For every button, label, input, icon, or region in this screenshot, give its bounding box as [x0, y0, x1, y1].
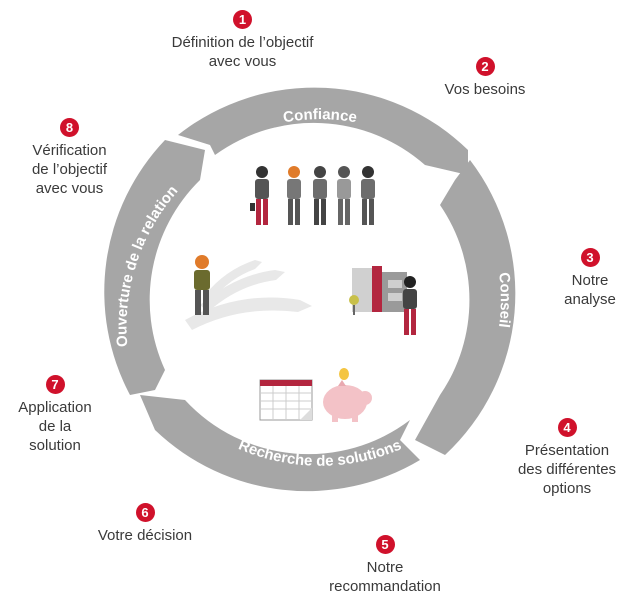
step-5: 5 Notre recommandation [305, 535, 465, 596]
step-2: 2 Vos besoins [425, 57, 545, 99]
meeting-people-icon [250, 166, 375, 225]
step-3-badge: 3 [580, 248, 600, 267]
step-8-text: Vérification de l’objectif avec vous [31, 142, 108, 197]
step-8: 8 Vérification de l’objectif avec vous [12, 118, 127, 198]
ring-label-confiance: Confiance [282, 106, 358, 126]
step-8-badge: 8 [60, 118, 79, 137]
step-7-badge: 7 [45, 375, 65, 394]
step-7-text: Application de la solution [18, 399, 92, 454]
step-3-text: Notre analyse [564, 272, 616, 308]
step-4: 4 Présentation des différentes options [497, 418, 637, 498]
step-5-badge: 5 [375, 535, 395, 554]
bank-building-advisor-icon [349, 266, 417, 335]
step-1-badge: 1 [233, 10, 252, 29]
step-5-text: Notre recommandation [329, 559, 441, 595]
ring-segment-confiance [178, 87, 468, 175]
step-1-text: Définition de l’objectif avec vous [171, 34, 314, 70]
calendar-icon [259, 379, 313, 421]
piggy-bank-icon [323, 368, 372, 422]
person-crossroads-icon [185, 255, 312, 330]
ring-label-conseil-text: Conseil [495, 272, 514, 329]
step-6: 6 Votre décision [75, 503, 215, 545]
step-4-text: Présentation des différentes options [517, 442, 617, 497]
step-7: 7 Application de la solution [5, 375, 105, 455]
ring-label-conseil: Conseil [495, 272, 514, 329]
step-2-badge: 2 [475, 57, 495, 76]
step-2-text: Vos besoins [444, 81, 526, 98]
step-4-badge: 4 [557, 418, 577, 437]
ring-segment-conseil [415, 160, 516, 455]
step-6-badge: 6 [135, 503, 155, 522]
ring-segment-recherche [140, 395, 420, 492]
ring-segment-ouverture [104, 140, 205, 395]
step-6-text: Votre décision [97, 527, 193, 544]
step-1: 1 Définition de l’objectif avec vous [140, 10, 345, 71]
step-3: 3 Notre analyse [548, 248, 632, 309]
ring-label-confiance-text: Confiance [282, 106, 358, 126]
